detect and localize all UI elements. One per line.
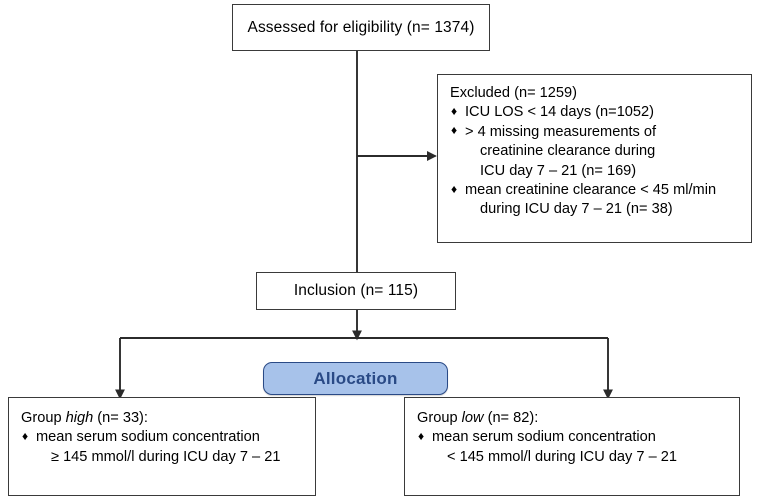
- excluded-bullet-list: ♦ ICU LOS < 14 days (n=1052) ♦ > 4 missi…: [450, 103, 741, 219]
- node-group-high: Group high (n= 33): ♦ mean serum sodium …: [8, 397, 316, 496]
- group-low-bullet-text: mean serum sodium concentration: [432, 429, 656, 446]
- excluded-bullet-item: ♦ > 4 missing measurements of creatinine…: [450, 123, 741, 181]
- excluded-bullet-text-cont: during ICU day 7 – 21 (n= 38): [480, 201, 673, 218]
- excluded-bullet-item: ♦ mean creatinine clearance < 45 ml/min …: [450, 181, 741, 220]
- excluded-bullet-text: mean creatinine clearance < 45 ml/min: [465, 182, 717, 199]
- group-high-heading: Group high (n= 33):: [21, 409, 307, 428]
- group-low-bullet-item: ♦ mean serum sodium concentration < 145 …: [417, 428, 731, 467]
- group-low-heading-emphasis: low: [461, 410, 484, 426]
- group-high-heading-prefix: Group: [21, 410, 66, 426]
- bullet-diamond-icon: ♦: [418, 428, 425, 443]
- allocation-label: Allocation: [313, 368, 398, 388]
- bullet-diamond-icon: ♦: [451, 123, 458, 138]
- group-low-bullet-text-cont: < 145 mmol/l during ICU day 7 – 21: [447, 448, 677, 465]
- assessed-label: Assessed for eligibility (n= 1374): [247, 18, 475, 36]
- group-high-heading-suffix: (n= 33):: [93, 410, 148, 426]
- inclusion-label: Inclusion (n= 115): [293, 282, 419, 299]
- node-group-low: Group low (n= 82): ♦ mean serum sodium c…: [404, 397, 740, 496]
- bullet-diamond-icon: ♦: [22, 428, 29, 443]
- excluded-bullet-text-cont: creatinine clearance during: [480, 143, 656, 160]
- group-high-bullet-text-cont: ≥ 145 mmol/l during ICU day 7 – 21: [51, 448, 281, 465]
- group-high-bullet-text: mean serum sodium concentration: [36, 429, 260, 446]
- node-excluded: Excluded (n= 1259) ♦ ICU LOS < 14 days (…: [437, 74, 752, 243]
- group-low-heading: Group low (n= 82):: [417, 409, 731, 428]
- node-assessed-for-eligibility: Assessed for eligibility (n= 1374): [232, 4, 490, 51]
- excluded-bullet-item: ♦ ICU LOS < 14 days (n=1052): [450, 103, 741, 122]
- bullet-diamond-icon: ♦: [451, 181, 458, 196]
- group-high-bullet-list: ♦ mean serum sodium concentration ≥ 145 …: [21, 428, 307, 467]
- group-low-bullet-list: ♦ mean serum sodium concentration < 145 …: [417, 428, 731, 467]
- node-inclusion: Inclusion (n= 115): [256, 272, 456, 310]
- group-high-heading-emphasis: high: [65, 410, 94, 426]
- group-high-bullet-item: ♦ mean serum sodium concentration ≥ 145 …: [21, 428, 307, 467]
- excluded-bullet-text-cont: ICU day 7 – 21 (n= 169): [480, 162, 637, 179]
- node-allocation-banner: Allocation: [263, 362, 448, 395]
- excluded-heading: Excluded (n= 1259): [450, 85, 577, 101]
- group-low-heading-prefix: Group: [417, 410, 462, 426]
- excluded-bullet-text: > 4 missing measurements of: [465, 123, 657, 140]
- group-low-heading-suffix: (n= 82):: [483, 410, 539, 426]
- bullet-diamond-icon: ♦: [451, 103, 458, 118]
- excluded-bullet-text: ICU LOS < 14 days (n=1052): [465, 104, 655, 121]
